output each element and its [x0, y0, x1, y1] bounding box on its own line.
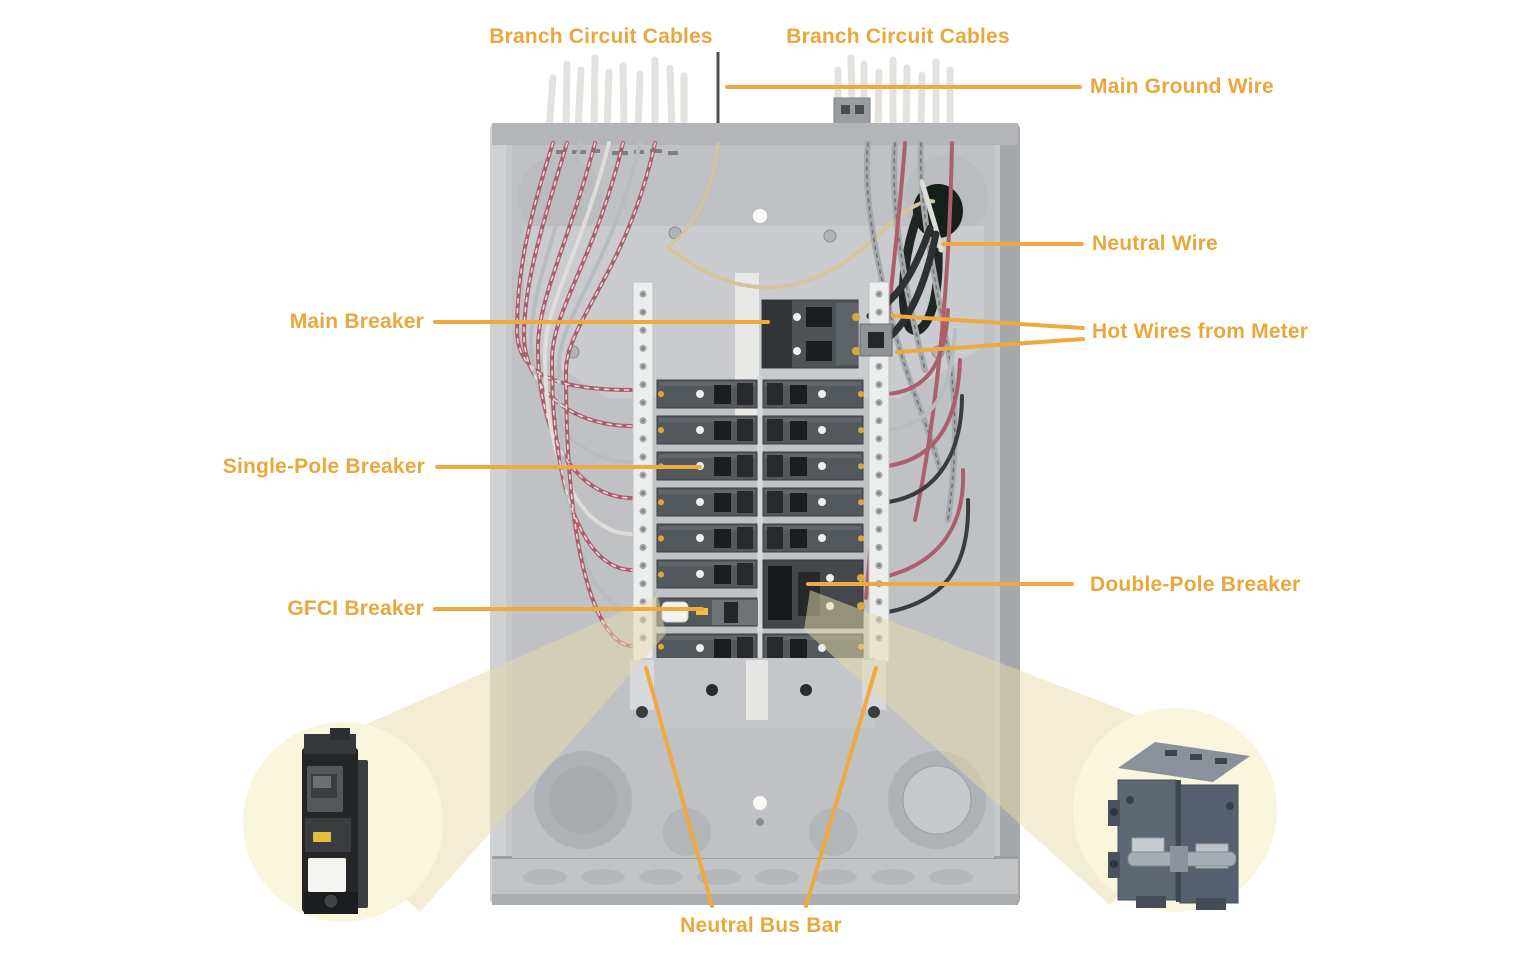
branch-fan-wires [886, 308, 971, 614]
leader-neutral-bus-left [644, 666, 714, 908]
label-neutral-wire: Neutral Wire [1092, 232, 1218, 255]
cable-clamp [833, 97, 871, 127]
branch-circuit-cables-left [545, 54, 688, 134]
neutral-wire-inside [919, 179, 944, 253]
label-double-pole-breaker: Double-Pole Breaker [1090, 573, 1301, 596]
gfci-breaker [656, 597, 758, 627]
label-gfci-breaker: GFCI Breaker [287, 597, 424, 620]
label-main-breaker: Main Breaker [289, 310, 424, 333]
leader-hot-wire-bottom [895, 337, 1085, 354]
ground-wire-inside [666, 199, 938, 290]
gfci-breaker-callout [243, 722, 443, 922]
label-branch-circuit-cables-right: Branch Circuit Cables [786, 25, 1010, 48]
center-screw-hole-top [753, 209, 767, 223]
label-single-pole-breaker: Single-Pole Breaker [222, 455, 425, 478]
label-main-ground-wire: Main Ground Wire [1090, 75, 1274, 98]
double-pole-breaker-callout [1073, 708, 1277, 912]
leader-neutral-bus-right [804, 666, 878, 908]
neutral-bus-bar-right [868, 281, 890, 663]
stamped-marks [556, 149, 678, 155]
leader-lines [433, 85, 1085, 908]
left-wire-bundle [514, 141, 657, 648]
leader-hot-wire-top [891, 314, 1085, 330]
gfci-test-button [661, 601, 689, 623]
main-breaker [761, 299, 893, 369]
label-hot-wires-from-meter: Hot Wires from Meter [1092, 320, 1309, 343]
label-branch-circuit-cables-left: Branch Circuit Cables [489, 25, 713, 48]
label-neutral-bus-bar: Neutral Bus Bar [680, 914, 842, 937]
